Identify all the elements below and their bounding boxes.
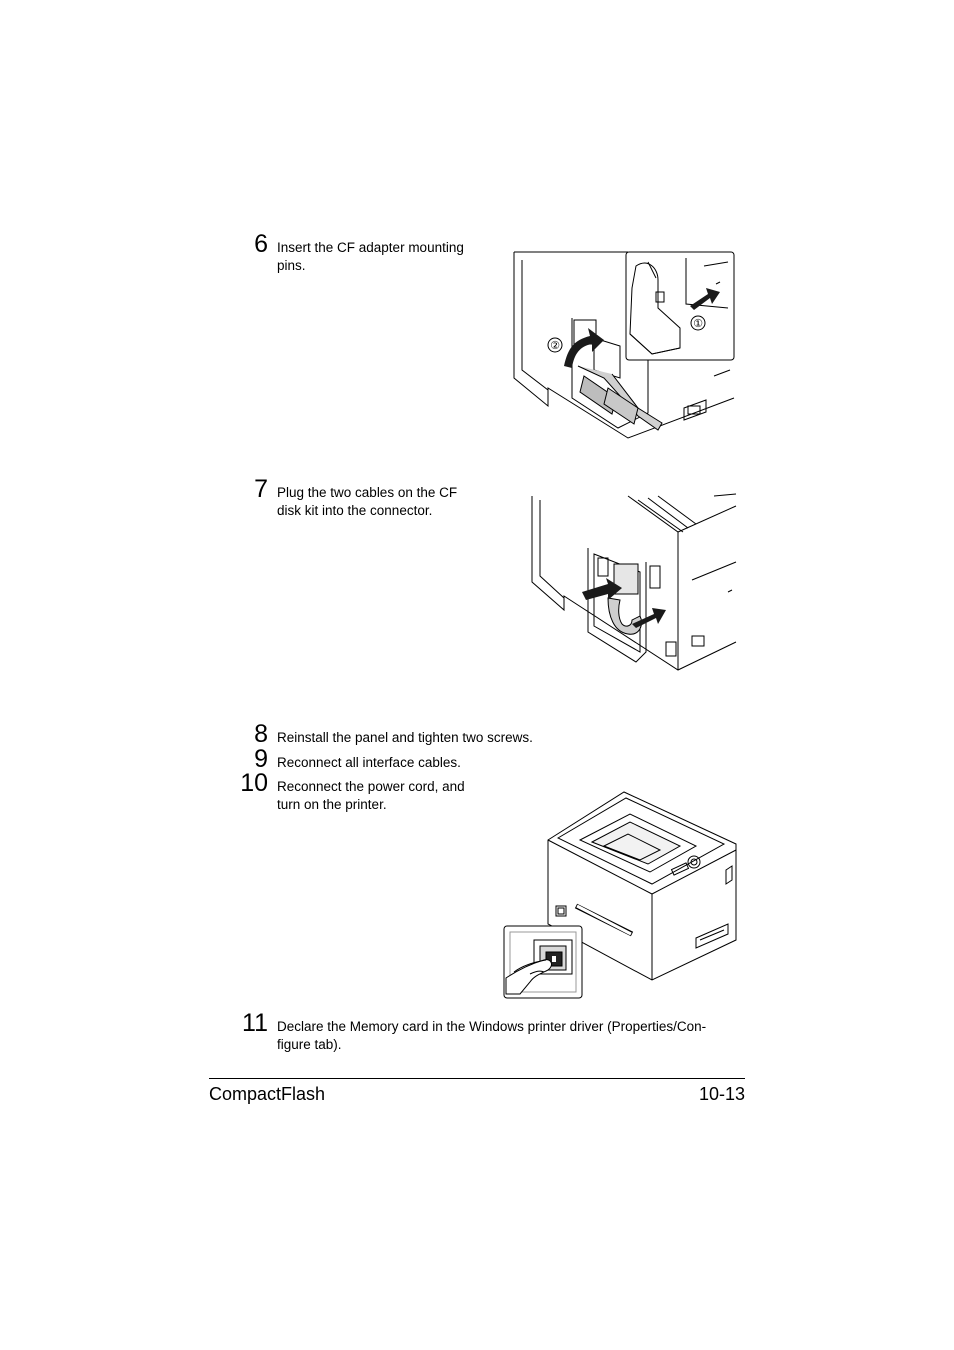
callout-2: ②: [550, 339, 560, 352]
callout-1: ①: [693, 317, 703, 330]
step-9-text: Reconnect all interface cables.: [277, 755, 461, 770]
step-6-text: Insert the CF adapter mounting pins.: [277, 240, 464, 273]
footer-rule: [209, 1078, 745, 1079]
step-11-text: Declare the Memory card in the Windows p…: [277, 1019, 707, 1052]
footer-page-number: 10-13: [698, 1084, 745, 1104]
step-6-number: 6: [254, 230, 268, 258]
footer-section-title: CompactFlash: [209, 1084, 326, 1104]
figure-plug-cables-into-connector: [528, 492, 738, 674]
step-11-number: 11: [242, 1009, 268, 1037]
figure-insert-mounting-pins: ② ①: [508, 248, 738, 446]
step-8-text: Reinstall the panel and tighten two scre…: [277, 730, 533, 745]
step-10-number: 10: [240, 769, 268, 797]
figure-power-on-printer: [500, 788, 740, 1002]
step-10-text: Reconnect the power cord, and turn on th…: [277, 779, 465, 812]
step-9-number: 9: [254, 745, 268, 773]
step-7-number: 7: [254, 475, 268, 503]
step-8-number: 8: [254, 720, 268, 748]
step-7-text: Plug the two cables on the CF disk kit i…: [277, 485, 458, 518]
